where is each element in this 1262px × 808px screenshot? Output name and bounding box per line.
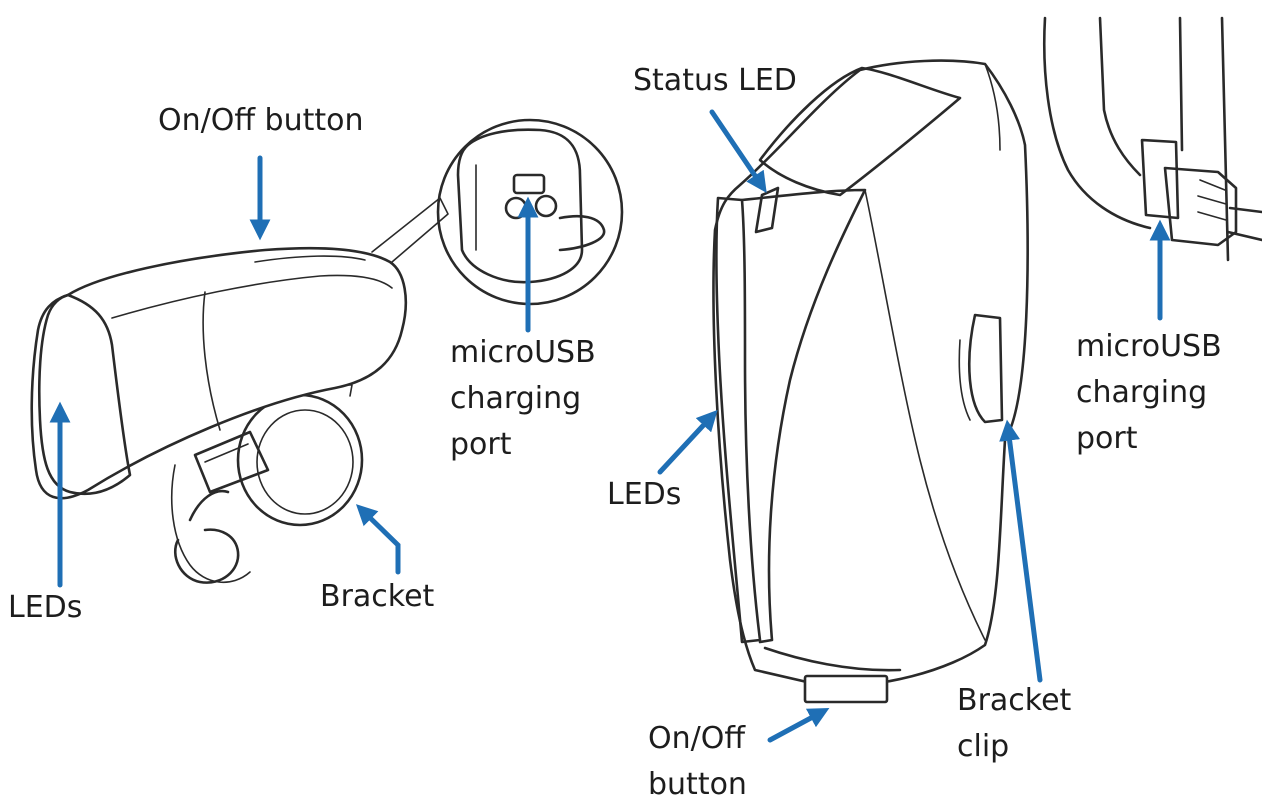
label-line: port <box>450 422 596 468</box>
label-rear-bracket-clip: Bracket clip <box>957 678 1071 770</box>
front-bike-light-illustration <box>32 198 448 583</box>
label-rear-onoff-button: On/Off button <box>648 716 747 808</box>
label-rear-leds: LEDs <box>607 472 681 518</box>
label-front-onoff-button: On/Off button <box>158 98 364 144</box>
label-front-bracket: Bracket <box>320 574 434 620</box>
label-line: On/Off <box>648 716 747 762</box>
label-rear-microusb-port: microUSB charging port <box>1076 324 1222 462</box>
arrow-rear-leds <box>660 416 712 472</box>
label-rear-status-led: Status LED <box>633 58 797 104</box>
rear-bike-light-illustration <box>713 61 1027 702</box>
label-line: microUSB <box>450 330 596 376</box>
label-line: Bracket <box>957 678 1071 724</box>
arrow-rear-onoff <box>770 712 822 740</box>
label-line: port <box>1076 416 1222 462</box>
label-line: charging <box>1076 370 1222 416</box>
label-line: charging <box>450 376 596 422</box>
usb-plug-inset-illustration <box>1044 18 1262 260</box>
label-line: microUSB <box>1076 324 1222 370</box>
arrow-front-bracket <box>362 510 398 572</box>
label-line: clip <box>957 724 1071 770</box>
arrow-rear-clip <box>1008 428 1040 680</box>
arrow-rear-status <box>712 112 762 186</box>
label-front-leds: LEDs <box>8 585 82 631</box>
label-line: button <box>648 762 747 808</box>
label-front-microusb-port: microUSB charging port <box>450 330 596 468</box>
